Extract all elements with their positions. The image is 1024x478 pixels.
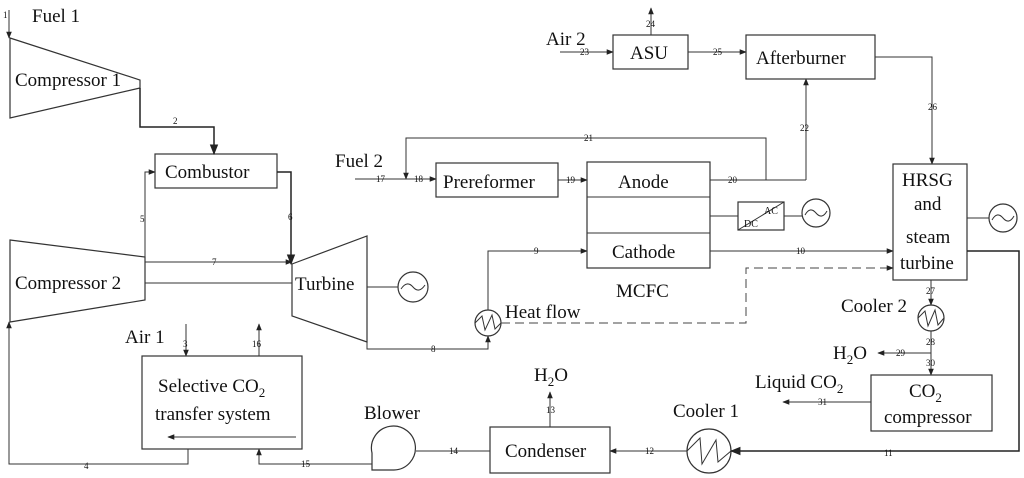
stream-label-18: 18 [414, 174, 424, 184]
heat-exchanger-coil [474, 313, 502, 332]
stream-6 [277, 171, 296, 266]
stream-label-7: 7 [212, 257, 217, 267]
stream-label-28: 28 [926, 337, 936, 347]
stream-2 [139, 88, 219, 156]
compressor-1-label: Compressor 1 [15, 70, 121, 91]
stream-label-2: 2 [173, 116, 178, 126]
dc-label: DC [744, 219, 758, 230]
stream-label-31: 31 [818, 397, 827, 407]
compressor-2 [9, 239, 146, 323]
stream-5 [144, 169, 156, 257]
heat-flow-dashed [501, 265, 894, 324]
afterburner-label: Afterburner [756, 48, 846, 69]
mcfc-label: MCFC [616, 281, 669, 302]
fuel-1-label: Fuel 1 [32, 6, 80, 27]
stream-label-11: 11 [884, 448, 893, 458]
stream-label-13: 13 [546, 405, 556, 415]
condenser [489, 426, 611, 474]
stream-21 [403, 137, 767, 180]
asu-label: ASU [630, 43, 668, 64]
hrsg-label-line1: HRSG [902, 170, 953, 191]
h2o-label-cooler: H2O [833, 343, 867, 367]
condenser-label: Condenser [505, 441, 587, 462]
generator-turbine [397, 271, 429, 303]
selective-co2-label-line1: Selective CO2 [158, 376, 265, 400]
cooler-1 [686, 428, 732, 474]
stream-label-24: 24 [646, 19, 656, 29]
cooler-2-coil [917, 308, 945, 328]
compressor-2-label: Compressor 2 [15, 273, 121, 294]
stream-label-8: 8 [431, 344, 436, 354]
generator-hrsg [988, 203, 1018, 233]
cathode-label: Cathode [612, 242, 675, 263]
cooler-1-label: Cooler 1 [673, 401, 739, 422]
stream-label-20: 20 [728, 175, 738, 185]
blower [370, 425, 417, 471]
stream-label-17: 17 [376, 174, 386, 184]
stream-label-1: 1 [3, 10, 8, 20]
mcfc-stack [586, 161, 711, 269]
stream-label-10: 10 [796, 246, 806, 256]
combustor-label: Combustor [165, 162, 250, 183]
air-2-label: Air 2 [546, 29, 586, 50]
heat-flow-label: Heat flow [505, 302, 581, 323]
anode-label: Anode [618, 172, 669, 193]
hrsg-label-line3: steam [906, 227, 951, 248]
stream-label-26: 26 [928, 102, 938, 112]
stream-label-27: 27 [926, 286, 936, 296]
stream-8 [366, 335, 491, 350]
prereformer-label: Prereformer [443, 172, 535, 193]
hrsg-label-line2: and [914, 194, 942, 215]
stream-label-3: 3 [183, 339, 188, 349]
co2-compressor-label-line1: CO2 [909, 381, 942, 405]
stream-label-15: 15 [301, 459, 311, 469]
stream-label-16: 16 [252, 339, 262, 349]
stream-label-23: 23 [580, 47, 590, 57]
stream-11 [729, 250, 1020, 456]
stream-label-14: 14 [449, 446, 459, 456]
h2o-label-condenser: H2O [534, 365, 568, 389]
stream-label-25: 25 [713, 47, 723, 57]
stream-label-19: 19 [566, 175, 576, 185]
stream-label-5: 5 [140, 214, 145, 224]
stream-label-22: 22 [800, 123, 809, 133]
air-1-label: Air 1 [125, 327, 165, 348]
hrsg-label-line4: turbine [900, 253, 954, 274]
stream-26 [875, 56, 935, 165]
selective-co2-transfer-system [141, 355, 303, 450]
cooler-2-label: Cooler 2 [841, 296, 907, 317]
fuel-2-label: Fuel 2 [335, 151, 383, 172]
inverter-diagonal [737, 201, 785, 231]
stream-label-21: 21 [584, 133, 593, 143]
stream-9 [487, 248, 588, 310]
stream-label-4: 4 [84, 461, 89, 471]
co2-compressor-label-line2: compressor [884, 407, 972, 428]
hrsg-steam-turbine [892, 163, 968, 281]
stream-label-6: 6 [288, 212, 293, 222]
cooler-1-coil [686, 436, 732, 466]
ac-label: AC [764, 206, 778, 217]
stream-label-12: 12 [645, 446, 654, 456]
stream-label-9: 9 [534, 246, 539, 256]
selective-co2-label-line2: transfer system [155, 404, 271, 425]
stream-15 [256, 448, 372, 465]
stream-4 [6, 321, 189, 465]
generator-mcfc [801, 198, 831, 228]
turbine-label: Turbine [295, 274, 354, 295]
liquid-co2-label: Liquid CO2 [755, 372, 843, 396]
stream-label-30: 30 [926, 358, 936, 368]
stream-label-29: 29 [896, 348, 906, 358]
co2-compressor [870, 374, 993, 432]
blower-label: Blower [364, 403, 421, 424]
